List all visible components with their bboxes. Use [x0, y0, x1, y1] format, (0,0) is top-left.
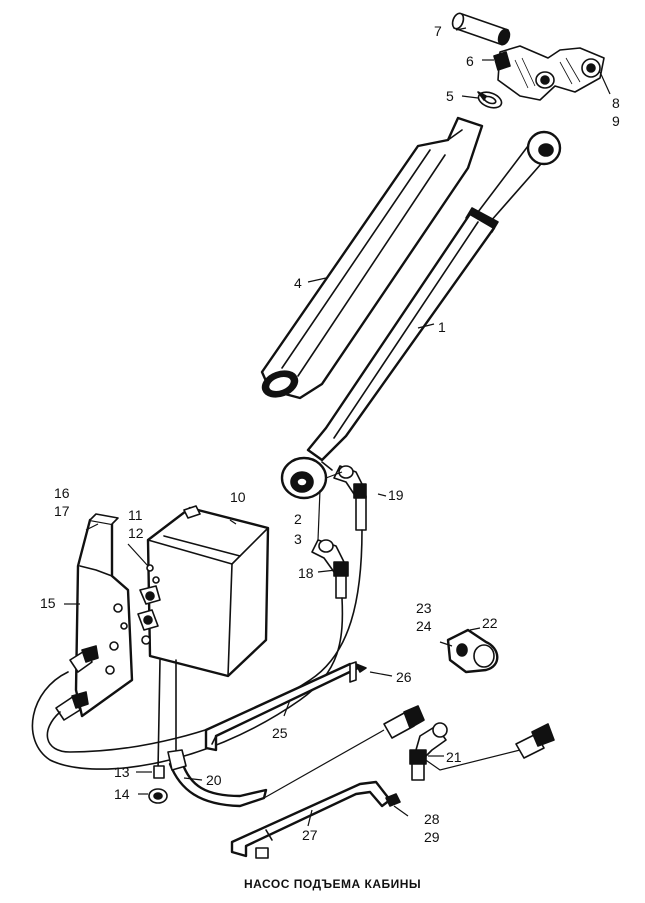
part-5-clip [477, 91, 503, 109]
callout-23: 23 [416, 600, 432, 616]
callout-2: 2 [294, 511, 302, 527]
part-7-pin [451, 12, 511, 46]
callout-17: 17 [54, 503, 70, 519]
part-13-fitting [153, 765, 165, 779]
part-26-mark [355, 663, 367, 673]
callout-13: 13 [114, 764, 130, 780]
callout-15: 15 [40, 595, 56, 611]
connector-line [317, 489, 321, 541]
callout-27: 27 [302, 827, 318, 843]
callout-7: 7 [434, 23, 442, 39]
callout-20: 20 [206, 772, 222, 788]
right-coupling [515, 723, 555, 759]
callout-4: 4 [294, 275, 302, 291]
part-27-support [230, 780, 392, 859]
callout-3: 3 [294, 531, 302, 547]
callout-21: 21 [446, 749, 462, 765]
callout-18: 18 [298, 565, 314, 581]
callout-8: 8 [612, 95, 620, 111]
callout-11: 11 [128, 507, 143, 523]
part-15-bracket [55, 513, 134, 721]
part-18-fitting [311, 539, 349, 599]
callout-24: 24 [416, 618, 432, 634]
callout-29: 29 [424, 829, 440, 845]
callout-5: 5 [446, 88, 454, 104]
callout-12: 12 [128, 525, 144, 541]
callout-19: 19 [388, 487, 404, 503]
callout-1: 1 [438, 319, 446, 335]
part-14-nut [148, 788, 168, 804]
callout-6: 6 [466, 53, 474, 69]
callout-10: 10 [230, 489, 246, 505]
part-11-12-fittings [137, 564, 161, 645]
callout-25: 25 [272, 725, 288, 741]
part-22-clamp [446, 628, 499, 674]
part-4-cover-tube [260, 116, 484, 400]
callout-28: 28 [424, 811, 440, 827]
leader-lines [64, 27, 611, 827]
callout-16: 16 [54, 485, 70, 501]
part-10-pump-unit [146, 505, 270, 678]
part-19-fitting [333, 465, 367, 531]
part-21-elbow [409, 722, 448, 781]
callout-labels: 7 6 8 9 5 4 1 10 16 17 11 12 19 2 3 18 1… [40, 23, 620, 845]
callout-26: 26 [396, 669, 412, 685]
coupling-fitting [383, 705, 425, 739]
part-1-lift-cylinder [280, 130, 562, 500]
connector-line [325, 471, 343, 479]
callout-22: 22 [482, 615, 498, 631]
part-6-bracket [493, 45, 605, 101]
part-25-support [204, 661, 360, 752]
callout-14: 14 [114, 786, 130, 802]
diagram-caption: НАСОС ПОДЪЕМА КАБИНЫ [244, 877, 421, 891]
part-28-clip [385, 793, 401, 807]
callout-9: 9 [612, 113, 620, 129]
